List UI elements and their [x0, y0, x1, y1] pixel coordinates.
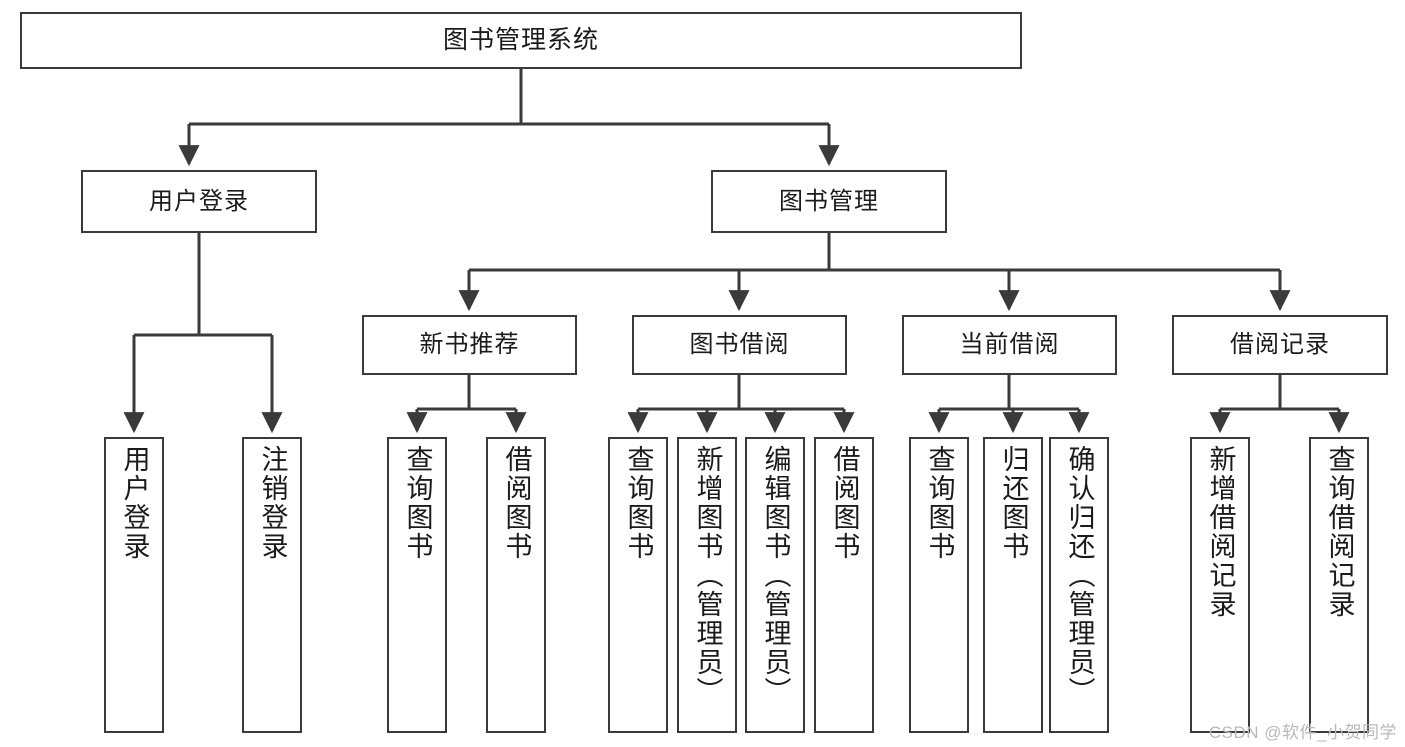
node-leaf-return-book-label: 归还图书	[998, 445, 1029, 561]
node-leaf-user-login-label: 用户登录	[119, 445, 150, 561]
node-leaf-query-book-borrow-label: 查询图书	[623, 445, 654, 561]
node-leaf-edit-book-admin-label: 编辑图书（管理员）	[760, 445, 791, 706]
node-leaf-query-book-current-label: 查询图书	[924, 445, 955, 561]
node-borrow-record-label: 借阅记录	[1230, 331, 1330, 359]
node-user-login-label: 用户登录	[149, 187, 249, 215]
node-book-manage-label: 图书管理	[779, 187, 879, 215]
node-user-login[interactable]: 用户登录	[81, 170, 317, 233]
node-current-borrow-label: 当前借阅	[959, 331, 1060, 359]
node-leaf-user-logout[interactable]: 注销登录	[242, 437, 302, 733]
node-borrow-record[interactable]: 借阅记录	[1172, 315, 1388, 375]
node-leaf-confirm-return-label: 确认归还（管理员）	[1064, 445, 1095, 706]
node-leaf-return-book[interactable]: 归还图书	[983, 437, 1043, 733]
node-leaf-query-book-current[interactable]: 查询图书	[909, 437, 969, 733]
node-book-manage[interactable]: 图书管理	[711, 170, 947, 233]
node-leaf-query-book-new[interactable]: 查询图书	[387, 437, 447, 733]
node-current-borrow[interactable]: 当前借阅	[902, 315, 1117, 375]
node-root-label: 图书管理系统	[442, 26, 599, 55]
node-new-book-recommend-label: 新书推荐	[419, 331, 520, 359]
node-leaf-query-borrow-record[interactable]: 查询借阅记录	[1309, 437, 1369, 733]
node-leaf-query-borrow-record-label: 查询借阅记录	[1324, 445, 1355, 619]
node-book-borrow-label: 图书借阅	[689, 331, 790, 359]
csdn-watermark: CSDN @软件_小贺同学	[1208, 723, 1397, 742]
node-leaf-borrow-book-new[interactable]: 借阅图书	[486, 437, 546, 733]
node-leaf-confirm-return[interactable]: 确认归还（管理员）	[1049, 437, 1109, 733]
node-leaf-user-logout-label: 注销登录	[257, 445, 288, 561]
node-new-book-recommend[interactable]: 新书推荐	[362, 315, 577, 375]
node-leaf-query-book-new-label: 查询图书	[402, 445, 433, 561]
node-leaf-add-book-admin-label: 新增图书（管理员）	[692, 445, 723, 706]
node-leaf-add-book-admin[interactable]: 新增图书（管理员）	[677, 437, 737, 733]
node-book-borrow[interactable]: 图书借阅	[632, 315, 847, 375]
node-leaf-query-book-borrow[interactable]: 查询图书	[608, 437, 668, 733]
node-leaf-user-login[interactable]: 用户登录	[104, 437, 164, 733]
node-leaf-add-borrow-record[interactable]: 新增借阅记录	[1190, 437, 1250, 733]
node-leaf-borrow-book-new-label: 借阅图书	[501, 445, 532, 561]
node-root[interactable]: 图书管理系统	[20, 12, 1022, 69]
node-leaf-edit-book-admin[interactable]: 编辑图书（管理员）	[745, 437, 805, 733]
node-leaf-add-borrow-record-label: 新增借阅记录	[1205, 445, 1236, 619]
node-leaf-borrow-book-label: 借阅图书	[829, 445, 860, 561]
node-leaf-borrow-book[interactable]: 借阅图书	[814, 437, 874, 733]
